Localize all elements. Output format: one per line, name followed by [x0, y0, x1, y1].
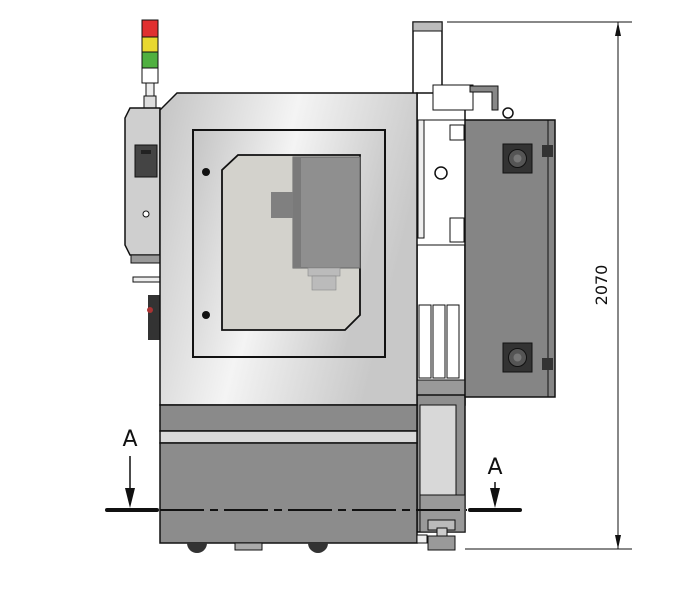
caster-right: [308, 543, 328, 553]
section-label-right: A: [487, 455, 502, 480]
electrical-cabinet: [464, 119, 556, 398]
lamp-green: [141, 51, 159, 69]
arrow-down-icon: [615, 535, 621, 549]
lower-cabinet: [416, 394, 466, 551]
dimension-value: 2070: [592, 265, 611, 306]
section-label-left: A: [122, 427, 137, 452]
arrow-down-icon: [125, 488, 135, 508]
leveling-foot: [427, 535, 456, 551]
fan-bottom: [502, 342, 533, 373]
caster-left: [187, 543, 207, 553]
right-column: [416, 84, 514, 406]
signal-tower: [141, 19, 159, 109]
tool-holder: [307, 267, 341, 291]
main-enclosure: [159, 92, 428, 553]
tool-block: [271, 192, 293, 218]
fan-top: [502, 143, 533, 174]
spindle-head: [292, 156, 361, 269]
arrow-up-icon: [615, 22, 621, 36]
arrow-down-icon: [490, 488, 500, 508]
base-foot: [234, 542, 263, 551]
control-box: [124, 107, 161, 340]
lamp-white: [141, 67, 159, 84]
lamp-yellow: [141, 36, 159, 53]
lamp-red: [141, 19, 159, 38]
height-dimension: 2070: [447, 21, 632, 550]
exhaust-chimney: [412, 21, 443, 95]
section-line-a: A A: [105, 427, 522, 512]
